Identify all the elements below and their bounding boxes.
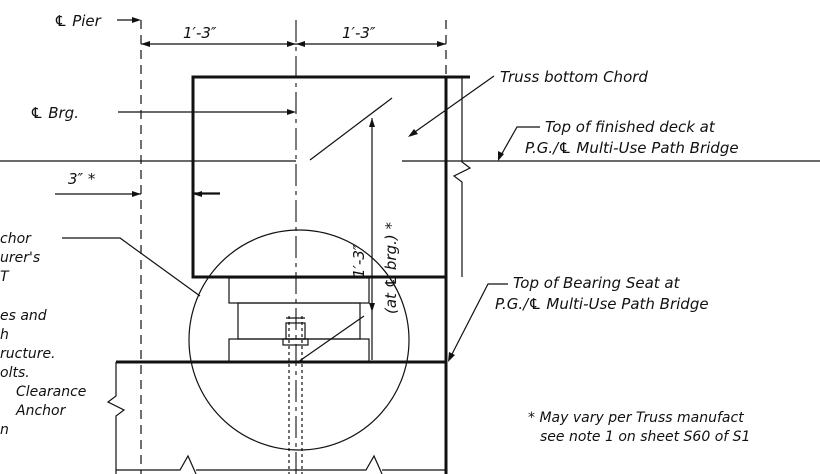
- left-note-5: h: [0, 327, 9, 343]
- seat-label-leader: [449, 283, 508, 359]
- left-note-4: es and: [0, 308, 47, 324]
- left-note-leader: [62, 237, 201, 297]
- deck-label-leader: [499, 126, 540, 158]
- left-note-10: n: [0, 422, 9, 438]
- detail-circle: [188, 229, 410, 451]
- clearance-leader: [297, 315, 365, 363]
- left-note-2: urer's: [0, 250, 40, 266]
- dim-right-label: 1′-3″: [342, 24, 376, 42]
- dim-arrow-mid-left: [287, 41, 296, 47]
- truss-label-leader: [411, 75, 495, 135]
- truss-bottom-chord: [191, 75, 470, 279]
- finished-deck-label-2: P.G./℄ Multi-Use Path Bridge: [525, 139, 739, 157]
- anchor-washer: [282, 338, 309, 346]
- cl-brg-arrow: [287, 109, 296, 115]
- vertical-dim-arrow-top: [369, 118, 375, 127]
- dim-arrow-mid-right: [296, 41, 305, 47]
- three-inch-label: 3″ *: [68, 170, 96, 188]
- dim-arrow-right: [437, 41, 446, 47]
- pier-break-left: [106, 362, 126, 474]
- masonry-plate: [228, 338, 370, 363]
- cl-pier-label: ℄ Pier: [54, 12, 102, 30]
- vertical-dim-label-2: (at ℄ brg.) *: [382, 221, 400, 314]
- note-line-1: * May vary per Truss manufact: [528, 410, 744, 426]
- vertical-dim-label-1: 1′-3″: [350, 244, 368, 278]
- seat-label-arrow: [448, 352, 455, 362]
- dim-arrow-left: [141, 41, 150, 47]
- cl-pier-arrow: [132, 17, 141, 23]
- cl-brg-label: ℄ Brg.: [30, 104, 79, 122]
- bottom-break-1: [116, 454, 197, 474]
- chord-break-line: [452, 77, 472, 277]
- top-bearing-plate: [228, 277, 370, 304]
- finished-deck-label-1: Top of finished deck at: [545, 118, 716, 136]
- left-note-6: ructure.: [0, 346, 56, 362]
- left-note-1: chor: [0, 231, 32, 247]
- dim-left-label: 1′-3″: [183, 24, 217, 42]
- deck-label-arrow: [498, 151, 504, 161]
- chord-diagonal: [309, 97, 393, 161]
- note-line-2: see note 1 on sheet S60 of S1: [540, 429, 750, 445]
- bottom-break-2: [196, 454, 383, 474]
- bearing-seat-label-1: Top of Bearing Seat at: [513, 274, 681, 292]
- elastomeric-pad: [237, 302, 361, 340]
- left-note-9: Anchor: [15, 403, 67, 419]
- left-note-3: T: [0, 269, 10, 285]
- truss-label-arrow: [408, 129, 418, 137]
- left-note-7: olts.: [0, 365, 30, 381]
- vertical-dim-arrow-bottom: [369, 303, 375, 312]
- bearing-seat-label-2: P.G./℄ Multi-Use Path Bridge: [495, 295, 709, 313]
- three-inch-arrow-left: [132, 191, 141, 197]
- left-note-8: Clearance: [16, 384, 86, 400]
- truss-bottom-chord-label: Truss bottom Chord: [500, 68, 648, 86]
